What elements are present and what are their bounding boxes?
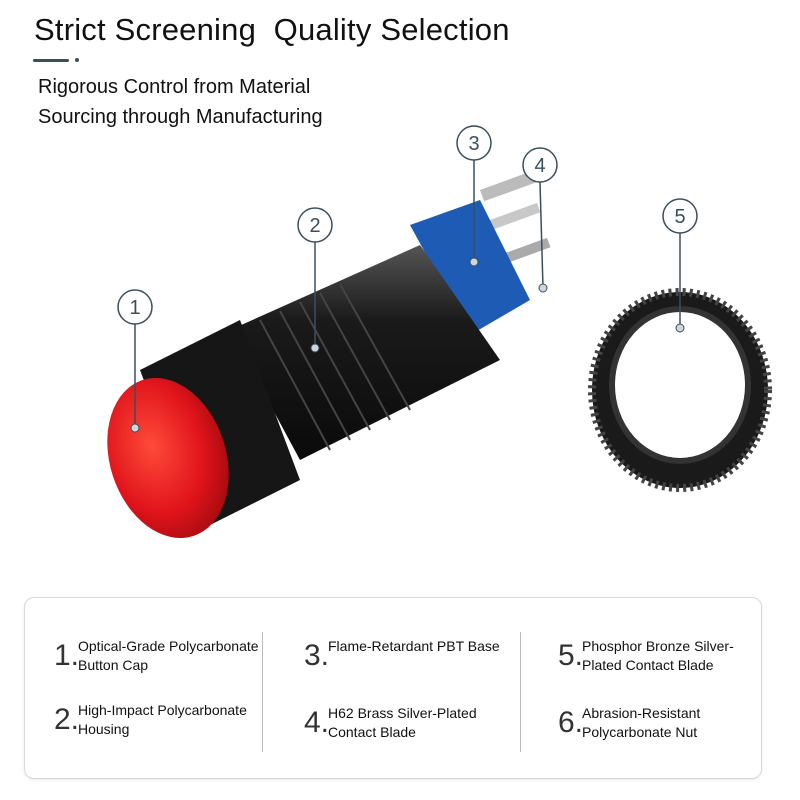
legend-item-3: 3. Flame-Retardant PBT Base <box>304 637 500 671</box>
page-title: Strict Screening Quality Selection <box>34 12 510 47</box>
legend-text: Flame-Retardant PBT Base <box>328 638 500 654</box>
legend-text: Abrasion-Resistant <box>582 705 701 721</box>
legend-number: 6. <box>558 706 584 739</box>
legend-text: Optical-Grade Polycarbonate <box>78 638 259 654</box>
subtitle-line-2: Sourcing through Manufacturing <box>38 106 323 128</box>
legend-text: Contact Blade <box>328 724 416 740</box>
callout-3: 3 <box>468 133 479 155</box>
legend-text: Polycarbonate Nut <box>582 724 698 740</box>
legend-number: 2. <box>54 703 80 736</box>
callout-1: 1 <box>129 297 140 319</box>
subtitle: Rigorous Control from Material Sourcing … <box>38 72 323 132</box>
callouts <box>117 125 698 428</box>
subtitle-line-1: Rigorous Control from Material <box>38 76 311 98</box>
nut <box>588 288 772 492</box>
legend-item-5: 5. Phosphor Bronze Silver- Plated Contact… <box>558 637 734 675</box>
divider <box>520 632 521 752</box>
legend-number: 5. <box>558 639 584 672</box>
legend-number: 4. <box>304 706 330 739</box>
callout-5: 5 <box>674 206 685 228</box>
materials-legend-card <box>24 597 762 779</box>
legend-text: Button Cap <box>78 657 149 673</box>
callout-4: 4 <box>534 155 545 177</box>
legend-text: Phosphor Bronze Silver- <box>582 638 734 654</box>
legend-text: H62 Brass Silver-Plated <box>328 705 477 721</box>
product-illustration: 1 2 3 4 5 <box>107 125 772 539</box>
switch-body <box>107 168 551 539</box>
legend-text: High-Impact Polycarbonate <box>78 702 247 718</box>
title-underline-dot <box>75 58 79 62</box>
legend-number: 1. <box>54 639 80 672</box>
legend-text: Plated Contact Blade <box>582 657 714 673</box>
divider <box>262 632 263 752</box>
legend-number: 3. <box>304 639 330 672</box>
callout-2: 2 <box>309 215 320 237</box>
title-underline <box>33 59 69 62</box>
legend-text: Housing <box>78 721 130 737</box>
